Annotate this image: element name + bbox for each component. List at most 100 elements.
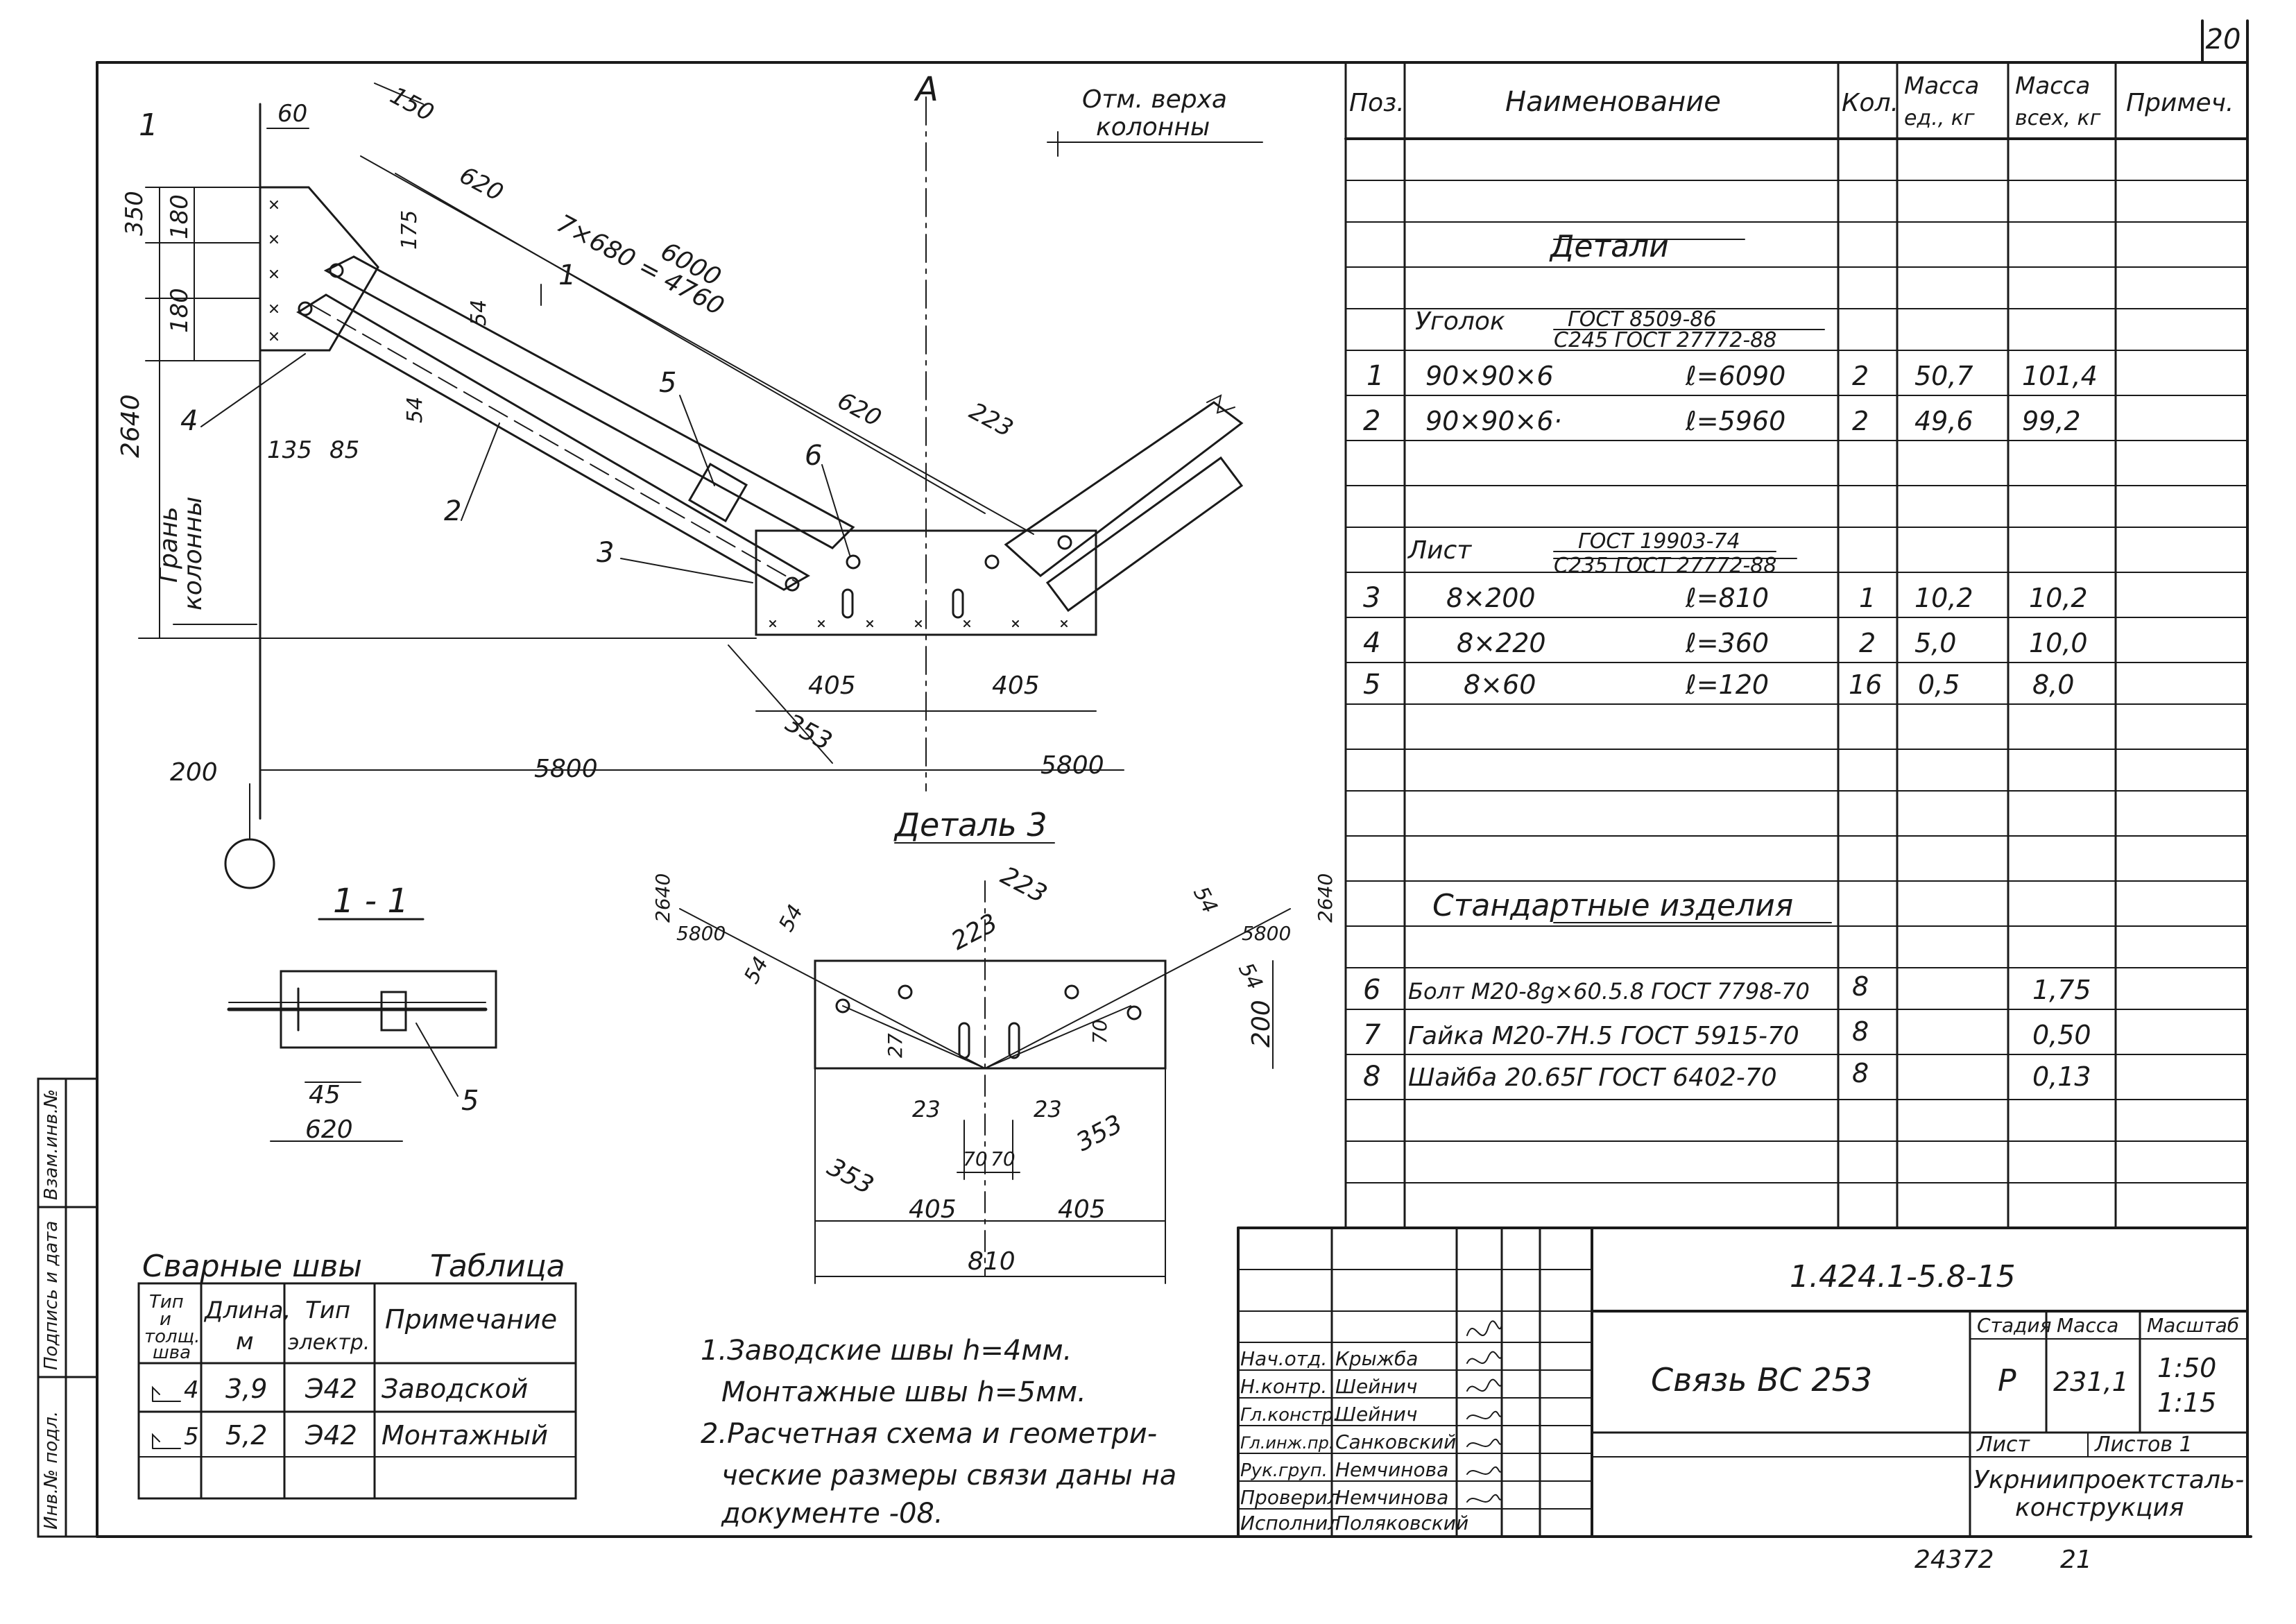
- detail3-dim-70b: 70: [991, 1147, 1016, 1170]
- dim-54-top: 54: [467, 300, 491, 326]
- weld-header-type-l4: шва: [153, 1342, 191, 1363]
- std-row2-name: Гайка М20-7Н.5 ГОСТ 5915-70: [1408, 1022, 1799, 1050]
- archive-page: 21: [2060, 1546, 2092, 1574]
- side-stamp: [37, 1077, 98, 1538]
- stage-label: Стадия: [1977, 1314, 2051, 1337]
- dim-405-right: 405: [992, 672, 1040, 700]
- detail3-dim-353b: 353: [1072, 1109, 1127, 1156]
- std-row3-m2: 0,13: [2032, 1061, 2091, 1092]
- scale-value-1: 1:50: [2157, 1353, 2216, 1383]
- dim-180a: 180: [166, 194, 194, 239]
- spec-angle-std1: ГОСТ 8509-86: [1568, 307, 1716, 332]
- std-row1-qty: 8: [1852, 971, 1869, 1002]
- std-row3-pos: 8: [1363, 1061, 1380, 1093]
- dim-54-bottom: 54: [403, 397, 427, 423]
- detail3-dim-223a: 223: [996, 862, 1052, 909]
- main-bracing-drawing: [224, 96, 1244, 889]
- weld-table-grid: [137, 1282, 577, 1500]
- weld-header-el-l1: Тип: [305, 1297, 350, 1324]
- spec-header-mass2-l2: всех, кг: [2015, 106, 2101, 130]
- main-dimension-lines: [138, 83, 1263, 778]
- weld-header-type-l1: Тип: [149, 1292, 184, 1313]
- std-row1-name: Болт М20-8g×60.5.8 ГОСТ 7798-70: [1408, 978, 1810, 1005]
- angle-row2-m1: 49,6: [1914, 406, 1973, 436]
- angle-row1-pos: 1: [1367, 360, 1384, 392]
- dim-620-top: 620: [455, 162, 508, 207]
- weld-table-label: Таблица: [430, 1249, 565, 1284]
- sheet-row3-pos: 5: [1363, 669, 1380, 701]
- axis-a-marker: A: [914, 70, 939, 109]
- stage-value: Р: [1998, 1363, 2016, 1399]
- dim-150: 150: [386, 82, 438, 128]
- std-row3-qty: 8: [1852, 1058, 1869, 1088]
- spec-header-pos: Поз.: [1349, 89, 1405, 117]
- stamp-sign-label: Подпись и дата: [41, 1221, 62, 1370]
- weld-header-len-l1: Длина,: [203, 1297, 291, 1324]
- angle-row2-size: 90×90×6·: [1425, 406, 1562, 436]
- spec-angle-std2: С245 ГОСТ 27772-88: [1554, 328, 1776, 352]
- weld-header-len-l2: м: [236, 1328, 254, 1356]
- sheet-row2-size: 8×220: [1457, 628, 1546, 658]
- org-name-l1: Укрниипроектсталь-: [1973, 1466, 2244, 1494]
- scale-value-2: 1:15: [2157, 1387, 2216, 1418]
- dim-180b: 180: [166, 288, 194, 333]
- detail3-dim-70: 70: [1088, 1019, 1111, 1044]
- role-3: Гл.констр.: [1240, 1405, 1339, 1426]
- section-marker-left: 1: [139, 108, 158, 143]
- weld-row1-note: Заводской: [382, 1374, 528, 1404]
- detail3-dim-5800-right: 5800: [1242, 922, 1291, 945]
- spec-section-details: Детали: [1549, 229, 1669, 264]
- detail-3-drawing: [679, 842, 1291, 1284]
- sheet-row2-m2: 10,0: [2029, 628, 2088, 658]
- spec-angle-title: Уголок: [1415, 307, 1505, 336]
- title-block-grid: [1237, 1226, 2249, 1538]
- sheet-row1-len: ℓ=810: [1685, 583, 1769, 613]
- weld-header-type-l3: толщ.: [144, 1326, 200, 1347]
- scale-label: Масштаб: [2147, 1314, 2239, 1337]
- role-3-name: Шейнич: [1335, 1403, 1417, 1426]
- leader-lines: [200, 284, 850, 583]
- angle-row1-qty: 2: [1852, 361, 1869, 391]
- angle-row2-qty: 2: [1852, 406, 1869, 436]
- weld-row2-el: Э42: [305, 1420, 357, 1451]
- dim-353: 353: [781, 709, 837, 756]
- pos-label-5: 5: [659, 367, 676, 399]
- dim-223: 223: [965, 398, 1018, 443]
- angle-row2-m2: 99,2: [2022, 406, 2081, 436]
- sheet-row3-len: ℓ=120: [1685, 669, 1769, 700]
- stamp-replace-label: Взам.инв.№: [41, 1089, 62, 1200]
- section-title: 1 - 1: [333, 882, 409, 921]
- role-6-name: Немчинова: [1335, 1486, 1448, 1509]
- sheet-row1-m2: 10,2: [2029, 583, 2088, 613]
- sheet-row1-m1: 10,2: [1914, 583, 1973, 613]
- detail3-dim-54b: 54: [739, 953, 773, 988]
- role-2: Н.контр.: [1240, 1375, 1327, 1398]
- top-note-line1: Отм. верха: [1082, 85, 1227, 114]
- detail3-dim-54c: 54: [1188, 882, 1222, 917]
- detail3-dim-223b: 223: [947, 908, 1002, 955]
- sheet-row2-len: ℓ=360: [1685, 628, 1769, 658]
- dim-60: 60: [277, 100, 307, 128]
- column-face-label2: колонны: [179, 497, 207, 610]
- spec-header-name: Наименование: [1505, 86, 1721, 118]
- title-block: 1.424.1-5.8-15 Связь ВС 253 Стадия Масса…: [1240, 1259, 2244, 1535]
- angle-row2-len: ℓ=5960: [1685, 406, 1785, 436]
- dim-2640: 2640: [117, 394, 145, 458]
- std-row1-pos: 6: [1363, 974, 1380, 1006]
- detail3-dim-54d: 54: [1233, 959, 1267, 993]
- weld-header-note: Примечание: [385, 1304, 557, 1335]
- weld-row1-type: 4: [184, 1376, 199, 1404]
- std-row2-pos: 7: [1363, 1019, 1381, 1051]
- detail3-dim-70a: 70: [963, 1147, 988, 1170]
- role-7-name: Поляковский: [1335, 1512, 1468, 1535]
- angle-row2-pos: 2: [1363, 405, 1380, 437]
- pos-label-1: 1: [558, 259, 576, 291]
- std-row2-m2: 0,50: [2032, 1020, 2091, 1050]
- weld-header-type-l2: и: [160, 1309, 171, 1330]
- sheet-row1-qty: 1: [1859, 583, 1876, 613]
- dim-200: 200: [170, 758, 218, 787]
- spec-header-mass1-l1: Масса: [1904, 72, 1979, 100]
- archive-number: 24372: [1914, 1546, 1994, 1574]
- std-row3-name: Шайба 20.65Г ГОСТ 6402-70: [1408, 1063, 1777, 1092]
- dim-5800-left: 5800: [534, 755, 598, 783]
